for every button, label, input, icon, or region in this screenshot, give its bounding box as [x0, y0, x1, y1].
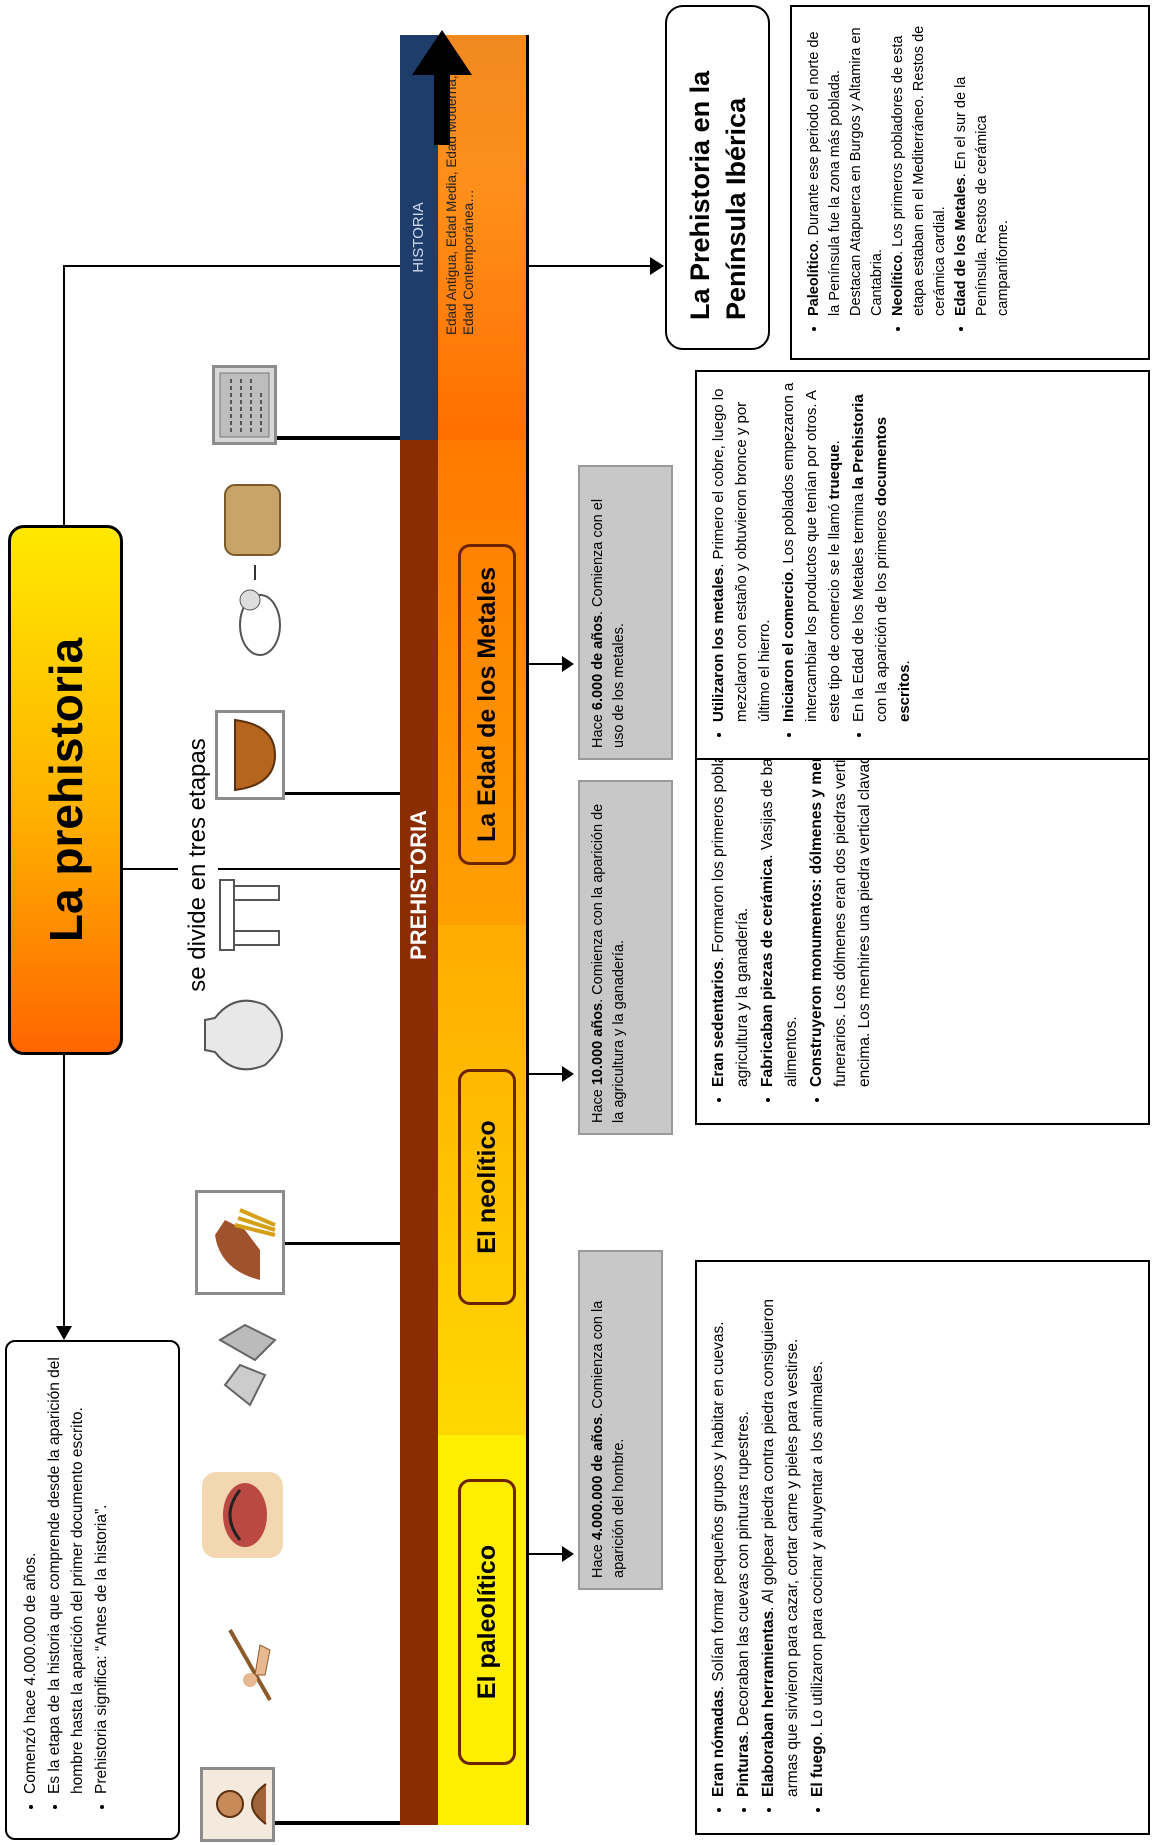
arrow-to-summary — [56, 1326, 72, 1340]
detail-item: El fuego. Lo utilizaron para cocinar y a… — [806, 1272, 830, 1797]
detail-metales: Utilizaron los metales. Primero el cobre… — [695, 370, 1150, 760]
date-value: 4.000.000 de años — [590, 1416, 606, 1541]
segment-paleolitico: El paleolítico — [438, 1433, 528, 1825]
peninsula-title-line1: La Prehistoria en la — [684, 70, 715, 320]
segment-neolitico: El neolítico — [438, 923, 528, 1435]
detail-item: En la Edad de los Metales termina la Pre… — [847, 382, 916, 722]
date-box-metales: Hace 6.000 de años. Comienza con el uso … — [578, 465, 673, 760]
tick-metal — [285, 792, 400, 795]
detail-item: Utilizaron los metales. Primero el cobre… — [707, 382, 776, 722]
prehistoria-band: PREHISTORIA — [400, 440, 438, 1825]
date-pre: Hace — [590, 1540, 606, 1578]
detail-item: Eran nómadas. Solían formar pequeños gru… — [707, 1272, 731, 1797]
tick-paleo — [275, 1821, 400, 1825]
tick-historia — [277, 436, 400, 440]
detail-item: Pinturas. Decoraban las cuevas con pintu… — [732, 1272, 756, 1797]
divide-label: se divide en tres etapas — [180, 705, 216, 1025]
stage-label-paleolitico: El paleolítico — [458, 1479, 516, 1765]
summary-item: Es la etapa de la historia que comprende… — [43, 1356, 89, 1794]
caveman-icon — [200, 1767, 275, 1842]
line-divide-to-timeline — [123, 868, 400, 870]
page-title: La prehistoria — [8, 525, 123, 1055]
segment-metales: La Edad de los Metales — [438, 436, 528, 925]
hunter-icon — [215, 1625, 285, 1705]
arrow-paleo-date — [562, 1546, 574, 1562]
arrow-to-historia-box — [650, 257, 664, 275]
detail-item: Elaboraban herramientas. Al golpear pied… — [757, 1272, 805, 1797]
date-pre: Hace — [590, 1085, 606, 1123]
historia-band: HISTORIA — [400, 35, 438, 440]
timeline-arrow-stem — [434, 70, 450, 145]
summary-item: Comenzó hace 4.000.000 de años. — [19, 1356, 42, 1794]
peninsula-item: Paleolítico. Durante ese periodo el nort… — [804, 23, 888, 316]
line-title-historia-h — [63, 265, 65, 525]
prehistoria-band-label: PREHISTORIA — [406, 810, 431, 960]
timeline-bottom-edge — [526, 35, 529, 1825]
stage-label-metales: La Edad de los Metales — [458, 544, 516, 865]
date-box-paleolitico: Hace 4.000.000 de años. Comienza con la … — [578, 1250, 663, 1590]
dolmen-icon — [210, 875, 285, 955]
summary-box: Comenzó hace 4.000.000 de años. Es la et… — [5, 1340, 180, 1840]
date-value: 10.000 años — [590, 1002, 606, 1086]
stone-tablet-icon — [212, 365, 277, 445]
line-title-summary-h — [63, 1050, 65, 1235]
peninsula-item: Neolítico. Los primeros pobladores de es… — [888, 23, 951, 316]
date-box-neolitico: Hace 10.000 años. Comienza con la aparic… — [578, 780, 673, 1135]
peninsula-title-box: La Prehistoria en la Península Ibérica — [665, 5, 770, 350]
arrow-metal-date — [562, 656, 574, 672]
horse-wheat-icon — [195, 1190, 285, 1295]
peninsula-title-line2: Península Ibérica — [720, 97, 751, 320]
arrow-neo-date — [562, 1066, 574, 1082]
detail-paleolitico: Eran nómadas. Solían formar pequeños gru… — [695, 1260, 1150, 1835]
bowl-icon — [215, 710, 285, 800]
line-title-historia-v — [63, 265, 663, 267]
date-pre: Hace — [590, 710, 606, 748]
date-value: 6.000 de años — [590, 615, 606, 711]
historia-periods: Edad Antigua, Edad Media, Edad Moderna, … — [444, 75, 476, 335]
peninsula-item: Edad de los Metales. En el sur de la Pen… — [951, 23, 1014, 316]
stone-tools-icon — [210, 1320, 285, 1410]
summary-item: Prehistoria significa: “Antes de la hist… — [90, 1356, 113, 1794]
bison-painting-icon — [200, 1470, 285, 1560]
detail-item: Iniciaron el comercio. Los poblados empe… — [777, 382, 846, 722]
timeline-arrow-icon — [412, 30, 472, 75]
stage-strip: El paleolítico El neolítico La Edad de l… — [438, 436, 528, 1825]
sheep-wool-icon — [210, 475, 290, 665]
line-summary-arrow — [63, 1235, 65, 1327]
historia-band-label: HISTORIA — [410, 202, 427, 273]
peninsula-box: Paleolítico. Durante ese periodo el nort… — [790, 5, 1150, 360]
clay-vessel-icon — [200, 990, 285, 1080]
stage-label-neolitico: El neolítico — [458, 1069, 516, 1305]
tick-neo — [285, 1242, 400, 1245]
